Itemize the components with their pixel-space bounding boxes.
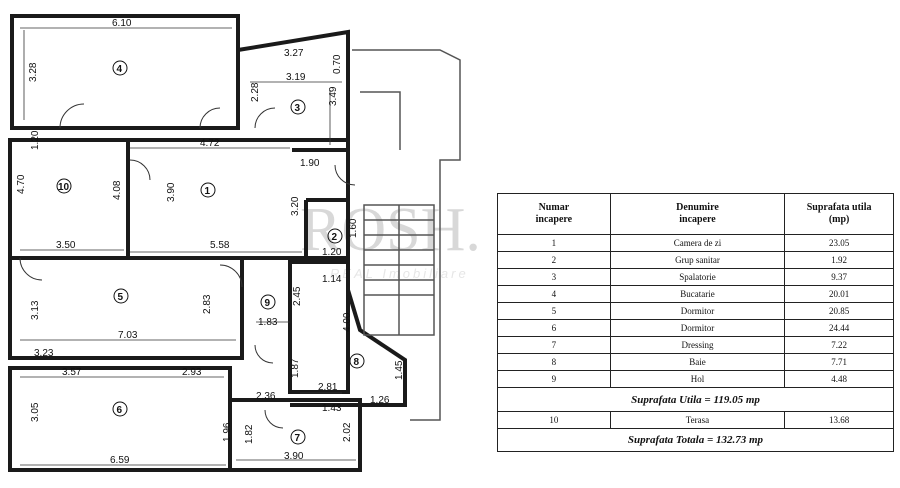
balcony-outline xyxy=(352,49,461,421)
room-2-label: 2 xyxy=(332,232,338,243)
room-5-label: 5 xyxy=(118,292,124,303)
dim-r1-corridor: 1.90 xyxy=(300,158,320,169)
dim-r5-bottom: 3.23 xyxy=(34,348,54,359)
col-header-name: Denumire incapere xyxy=(609,193,786,235)
dim-r1-left: 4.08 xyxy=(112,180,123,200)
dim-r9-height2: 1.87 xyxy=(290,358,301,378)
totala-total: Suprafata Totala = 132.73 mp xyxy=(497,427,894,453)
dim-r6-bottom: 6.59 xyxy=(110,455,130,466)
dim-r1-right: 3.20 xyxy=(290,196,301,216)
dim-r6-right: 1.96 xyxy=(222,422,233,442)
dim-r8-top: 1.14 xyxy=(322,274,342,285)
room-4-label: 4 xyxy=(117,64,123,75)
room-labels: 4 3 10 1 2 5 9 8 6 7 xyxy=(56,60,365,445)
dim-r7-left: 1.82 xyxy=(244,424,255,444)
room-10-label: 10 xyxy=(58,182,70,193)
dim-r1-width: 5.58 xyxy=(210,240,230,251)
dim-r9-height: 2.45 xyxy=(292,286,303,306)
table-header-row: Numar incapere Denumire incapere Suprafa… xyxy=(497,193,894,235)
utila-total: Suprafata Utila = 119.05 mp xyxy=(497,387,894,412)
room-9-label: 9 xyxy=(265,298,271,309)
area-table: Numar incapere Denumire incapere Suprafa… xyxy=(497,193,894,453)
dim-r4-height: 3.28 xyxy=(28,62,39,82)
col-header-area: Suprafata utila (mp) xyxy=(784,193,894,235)
dim-r7-right: 2.02 xyxy=(342,422,353,442)
dim-r2-width: 1.20 xyxy=(322,247,342,258)
dim-r6-height: 3.05 xyxy=(30,402,41,422)
dimension-lines xyxy=(20,27,356,466)
dim-r7-top2: 1.43 xyxy=(322,403,342,414)
dim-r6-width: 3.57 xyxy=(62,367,82,378)
dim-r6-width2: 2.93 xyxy=(182,367,202,378)
room-1-label: 1 xyxy=(205,186,211,197)
dim-r3-left: 2.28 xyxy=(250,82,261,102)
dim-r5-width: 7.03 xyxy=(118,330,138,341)
dim-r5-height2: 2.83 xyxy=(202,294,213,314)
dim-r8-bottom: 1.26 xyxy=(370,395,390,406)
dim-r2-height: 1.60 xyxy=(348,218,359,238)
dim-r7-top: 2.36 xyxy=(256,391,276,402)
dim-r5-height: 3.13 xyxy=(30,300,41,320)
dimension-labels: 6.10 3.28 3.27 3.19 0.70 2.28 3.49 4.72 … xyxy=(16,18,405,466)
dim-r10-a: 1.20 xyxy=(30,130,41,150)
col-header-number: Numar incapere xyxy=(497,193,611,235)
dim-r1-top: 4.72 xyxy=(200,138,220,149)
dim-r10-width: 4.70 xyxy=(16,174,27,194)
dim-r8-height: 4.00 xyxy=(342,312,353,332)
room-7-label: 7 xyxy=(295,433,301,444)
door-swings xyxy=(19,103,356,429)
dim-r10-b: 3.50 xyxy=(56,240,76,251)
room-8-label: 8 xyxy=(354,357,360,368)
dim-r3-top: 3.27 xyxy=(284,48,304,59)
dim-r9-width: 1.83 xyxy=(258,317,278,328)
dim-r1-height: 3.90 xyxy=(166,182,177,202)
dim-r8-right: 1.45 xyxy=(394,360,405,380)
dim-r7-bottom: 3.90 xyxy=(284,451,304,462)
walls xyxy=(8,14,407,472)
room-6-label: 6 xyxy=(117,405,123,416)
dim-r3-width: 3.19 xyxy=(286,72,306,83)
totala-total-row: Suprafata Totala = 132.73 mp xyxy=(497,427,894,453)
dim-r3-height: 3.49 xyxy=(328,86,339,106)
dim-r4-width: 6.10 xyxy=(112,18,132,29)
room-3-label: 3 xyxy=(295,103,301,114)
utila-total-row: Suprafata Utila = 119.05 mp xyxy=(497,387,894,412)
dim-r8-width: 2.81 xyxy=(318,382,338,393)
watermark-logo: ROSH. xyxy=(300,196,481,264)
dim-r3-right: 0.70 xyxy=(332,54,343,74)
